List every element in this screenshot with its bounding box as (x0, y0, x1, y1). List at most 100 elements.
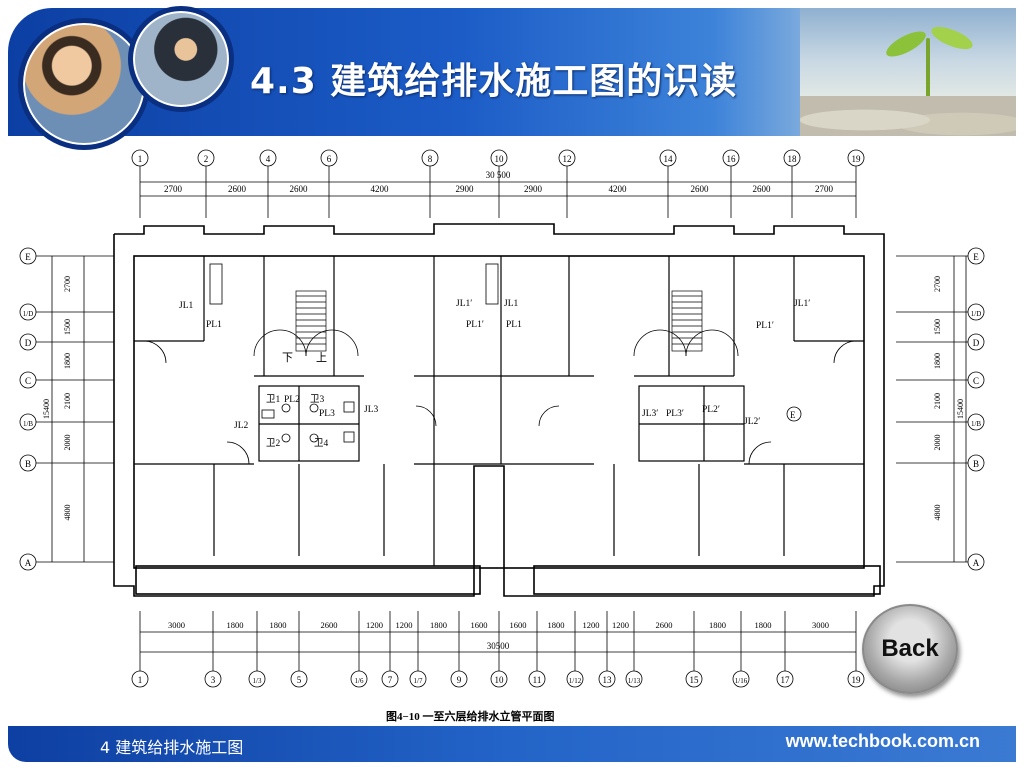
axis-label: 14 (664, 154, 674, 164)
axis-label: D (973, 338, 980, 348)
dimension-value: 3000 (812, 620, 829, 630)
label-w3: 卫3 (310, 395, 325, 405)
stair-up-label: 上 (316, 351, 327, 364)
axis-label: 4 (266, 154, 271, 164)
stair-down-label: 下 (282, 352, 293, 364)
label-jl2: JL2 (234, 421, 249, 431)
dimension-value: 3000 (168, 620, 185, 630)
axis-label: C (25, 376, 31, 386)
axis-label: 1/16 (735, 677, 748, 685)
dimension-total: 30 500 (486, 170, 511, 180)
page-title: 4.3 建筑给排水施工图的识读 (250, 61, 738, 102)
dimension-value: 1200 (396, 620, 413, 630)
header-banner (8, 8, 1016, 136)
dimension-value: 1600 (471, 620, 488, 630)
sprout-leaf (928, 22, 976, 54)
dimension-total: 30500 (487, 641, 510, 651)
stairs (295, 290, 703, 352)
dimension-value: 1200 (366, 620, 383, 630)
label-jl2p: JL2′ (744, 417, 760, 427)
building-walls (113, 223, 885, 597)
axis-label: 5 (297, 675, 302, 685)
axis-label: 1/D (23, 310, 34, 318)
slide-header: 4.3 建筑给排水施工图的识读 (0, 0, 1024, 150)
dimension-value: 2700 (63, 276, 72, 292)
axis-label: 6 (327, 154, 332, 164)
axis-label: 1/6 (355, 677, 364, 685)
dimension-value: 2600 (753, 184, 772, 194)
back-button[interactable]: Back (862, 604, 958, 694)
dimension-value: 1800 (227, 620, 244, 630)
axis-label: 15 (690, 675, 700, 685)
label-jl1: JL1 (179, 301, 194, 311)
sprout-photo (800, 8, 1016, 136)
axis-label: 13 (603, 675, 613, 685)
dimension-value: 4200 (609, 184, 628, 194)
sprout-leaf (882, 26, 930, 62)
dimension-value: 2600 (691, 184, 710, 194)
label-pl1p: PL1′ (756, 321, 774, 331)
dimension-value: 1800 (933, 353, 942, 369)
dimension-value: 1500 (933, 319, 942, 335)
dimension-value: 2100 (63, 393, 72, 409)
label-pl1: PL1 (506, 320, 522, 330)
drawing-caption: 图4−10 一至六层给排水立管平面图 (386, 709, 555, 723)
dimension-value: 1200 (583, 620, 600, 630)
label-w1: 卫1 (266, 395, 281, 405)
dimension-value: 2000 (63, 435, 72, 451)
label-pl1: PL1 (206, 320, 222, 330)
dimension-value: 2600 (290, 184, 309, 194)
label-jl3p: JL3′ (642, 409, 658, 419)
dimension-value: 2900 (524, 184, 543, 194)
dimension-value: 2600 (228, 184, 247, 194)
axis-label: 10 (495, 154, 505, 164)
axis-label: 1/13 (628, 677, 641, 685)
slide-footer: 4 建筑给排水施工图 www.techbook.com.cn (8, 726, 1016, 762)
dimension-value: 1600 (510, 620, 527, 630)
chapter-label: 4 建筑给排水施工图 (100, 738, 244, 757)
axis-label: 7 (388, 675, 393, 685)
axis-label: 16 (727, 154, 737, 164)
dimension-value: 1800 (63, 353, 72, 369)
axis-label: 12 (563, 154, 572, 164)
label-pl1p: PL1′ (466, 320, 484, 330)
axis-label: 8 (428, 154, 433, 164)
label-jl3: JL3 (364, 405, 379, 415)
axis-label: 19 (852, 675, 862, 685)
dimension-value: 4200 (371, 184, 390, 194)
dimension-value: 1800 (430, 620, 447, 630)
label-jl1p: JL1′ (456, 299, 472, 309)
dimension-value: 2600 (321, 620, 338, 630)
business-people-photo (18, 18, 150, 150)
axis-label: E (973, 252, 979, 262)
axis-label: 2 (204, 154, 209, 164)
axis-label: E (25, 252, 31, 262)
axis-label: 19 (852, 154, 862, 164)
website-link[interactable]: www.techbook.com.cn (785, 731, 980, 751)
dimension-value: 1800 (270, 620, 287, 630)
label-pl3p: PL3′ (666, 409, 684, 419)
plumbing-fixtures (209, 263, 802, 443)
label-e-mark: E (790, 410, 796, 420)
door-swings (143, 329, 857, 465)
dimension-value: 2700 (933, 276, 942, 292)
axis-label: 1/B (23, 420, 33, 428)
dimension-value: 1200 (612, 620, 629, 630)
dimension-value: 2900 (456, 184, 475, 194)
handshake-photo (128, 6, 234, 112)
axis-label: D (25, 338, 32, 348)
axis-label: 11 (533, 675, 542, 685)
back-button-label: Back (881, 635, 939, 662)
axis-label: B (973, 459, 979, 469)
dimension-value: 1500 (63, 319, 72, 335)
pebbles (800, 96, 1016, 136)
label-pl2p: PL2′ (702, 405, 720, 415)
axis-label: 1/12 (569, 677, 582, 685)
axis-label: 1/D (971, 310, 982, 318)
axis-label: B (25, 459, 31, 469)
axis-label: 1 (138, 675, 143, 685)
label-w2: 卫2 (266, 439, 281, 449)
dimension-value: 2700 (815, 184, 834, 194)
dimension-value: 1800 (548, 620, 565, 630)
